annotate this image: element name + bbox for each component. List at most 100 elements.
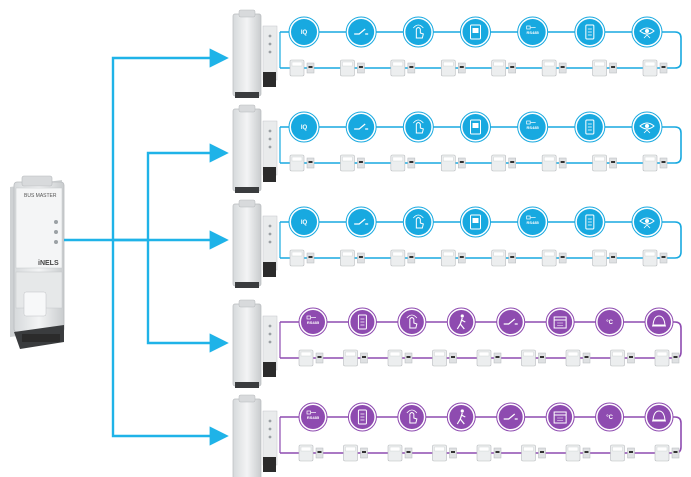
touch-hand-icon <box>402 111 434 143</box>
touch-hand-icon <box>402 16 434 48</box>
temperature-icon: °C <box>595 307 625 337</box>
bus-devices <box>298 349 680 367</box>
bus-device <box>642 59 668 77</box>
motion-sensor-icon <box>446 402 476 432</box>
blue-bus-line <box>280 126 682 164</box>
bus-device <box>654 349 680 367</box>
display-panel-icon <box>460 16 491 48</box>
bus-device <box>289 249 315 267</box>
bus-device <box>642 249 668 267</box>
bus-device <box>289 154 315 172</box>
bus-device <box>592 154 617 172</box>
bus-device <box>340 249 365 267</box>
calendar-icon <box>545 402 575 432</box>
master-model-label: BUS MASTER <box>24 193 57 199</box>
eye-sensor-icon <box>631 111 663 143</box>
eye-sensor-icon <box>631 16 663 48</box>
rs485-icon: RS485 <box>517 16 549 48</box>
bus-device <box>387 444 413 462</box>
bus-device <box>390 154 416 172</box>
bus-device <box>440 154 466 172</box>
bus-device <box>491 154 516 172</box>
blue-bus-line <box>280 221 682 259</box>
bus-device <box>289 59 315 77</box>
connector-to-row-5 <box>111 240 229 446</box>
bus-device <box>565 444 591 462</box>
display-panel-icon <box>460 206 491 238</box>
bus-row-4: RS485 °C <box>232 299 682 388</box>
bus-device <box>592 249 617 267</box>
wall-control-icon <box>347 307 377 337</box>
display-panel-icon <box>460 111 491 143</box>
iq-dimmer-label: IQ <box>301 220 308 226</box>
bus-device <box>541 154 567 172</box>
bus-device <box>521 444 546 462</box>
bus-device <box>491 59 516 77</box>
rs485-icon: RS485 <box>298 307 328 337</box>
bus-device <box>387 349 413 367</box>
temperature-label: °C <box>606 415 613 421</box>
bus-devices <box>289 249 668 267</box>
bus-device <box>610 444 635 462</box>
bus-device <box>521 349 546 367</box>
bus-device <box>476 349 502 367</box>
wall-control-icon <box>574 206 606 238</box>
bus-module-unit <box>232 9 278 98</box>
bus-device <box>432 349 457 367</box>
switch-icon <box>345 16 377 48</box>
rs485-label: RS485 <box>527 220 540 225</box>
rs485-label: RS485 <box>527 125 540 130</box>
bus-device <box>432 444 457 462</box>
bell-icon <box>644 402 674 432</box>
bus-device <box>340 59 365 77</box>
master-brand-label: iNELS <box>38 260 59 267</box>
bell-icon <box>644 307 674 337</box>
bus-device <box>610 349 635 367</box>
bus-module-unit <box>232 299 278 388</box>
bus-device <box>340 154 365 172</box>
rs485-label: RS485 <box>307 320 320 325</box>
bus-device <box>541 249 567 267</box>
bus-device <box>642 154 668 172</box>
bus-device <box>565 349 591 367</box>
bus-device <box>298 444 324 462</box>
connector-to-row-1 <box>64 48 229 242</box>
bus-device <box>592 59 617 77</box>
bus-row-5: RS485 °C <box>232 394 682 477</box>
rs485-label: RS485 <box>307 415 320 420</box>
bus-row-1: IQ RS485 <box>232 9 682 98</box>
eye-sensor-icon <box>631 206 663 238</box>
touch-hand-icon <box>397 307 427 337</box>
iq-dimmer-label: IQ <box>301 125 308 131</box>
bus-device <box>298 349 324 367</box>
connector-to-row-2 <box>113 143 229 242</box>
switch-icon <box>496 307 526 337</box>
rs485-icon: RS485 <box>517 111 549 143</box>
bus-module-unit <box>232 394 278 477</box>
temperature-label: °C <box>606 320 613 326</box>
bus-device <box>654 444 680 462</box>
switch-icon <box>345 206 377 238</box>
switch-icon <box>496 402 526 432</box>
iq-dimmer-icon: IQ <box>288 111 320 143</box>
bus-device <box>440 59 466 77</box>
blue-bus-line <box>280 31 682 69</box>
switch-icon <box>345 111 377 143</box>
rs485-label: RS485 <box>527 30 540 35</box>
connector-to-row-4 <box>146 240 229 353</box>
iq-dimmer-label: IQ <box>301 30 308 36</box>
bus-device <box>476 444 502 462</box>
bus-devices <box>289 59 668 77</box>
iq-dimmer-icon: IQ <box>288 206 320 238</box>
bus-device <box>343 444 368 462</box>
wall-control-icon <box>574 16 606 48</box>
bus-device <box>343 349 368 367</box>
temperature-icon: °C <box>595 402 625 432</box>
rs485-icon: RS485 <box>517 206 549 238</box>
touch-hand-icon <box>397 402 427 432</box>
bus-device <box>491 249 516 267</box>
wall-control-icon <box>347 402 377 432</box>
bus-module-unit <box>232 199 278 288</box>
